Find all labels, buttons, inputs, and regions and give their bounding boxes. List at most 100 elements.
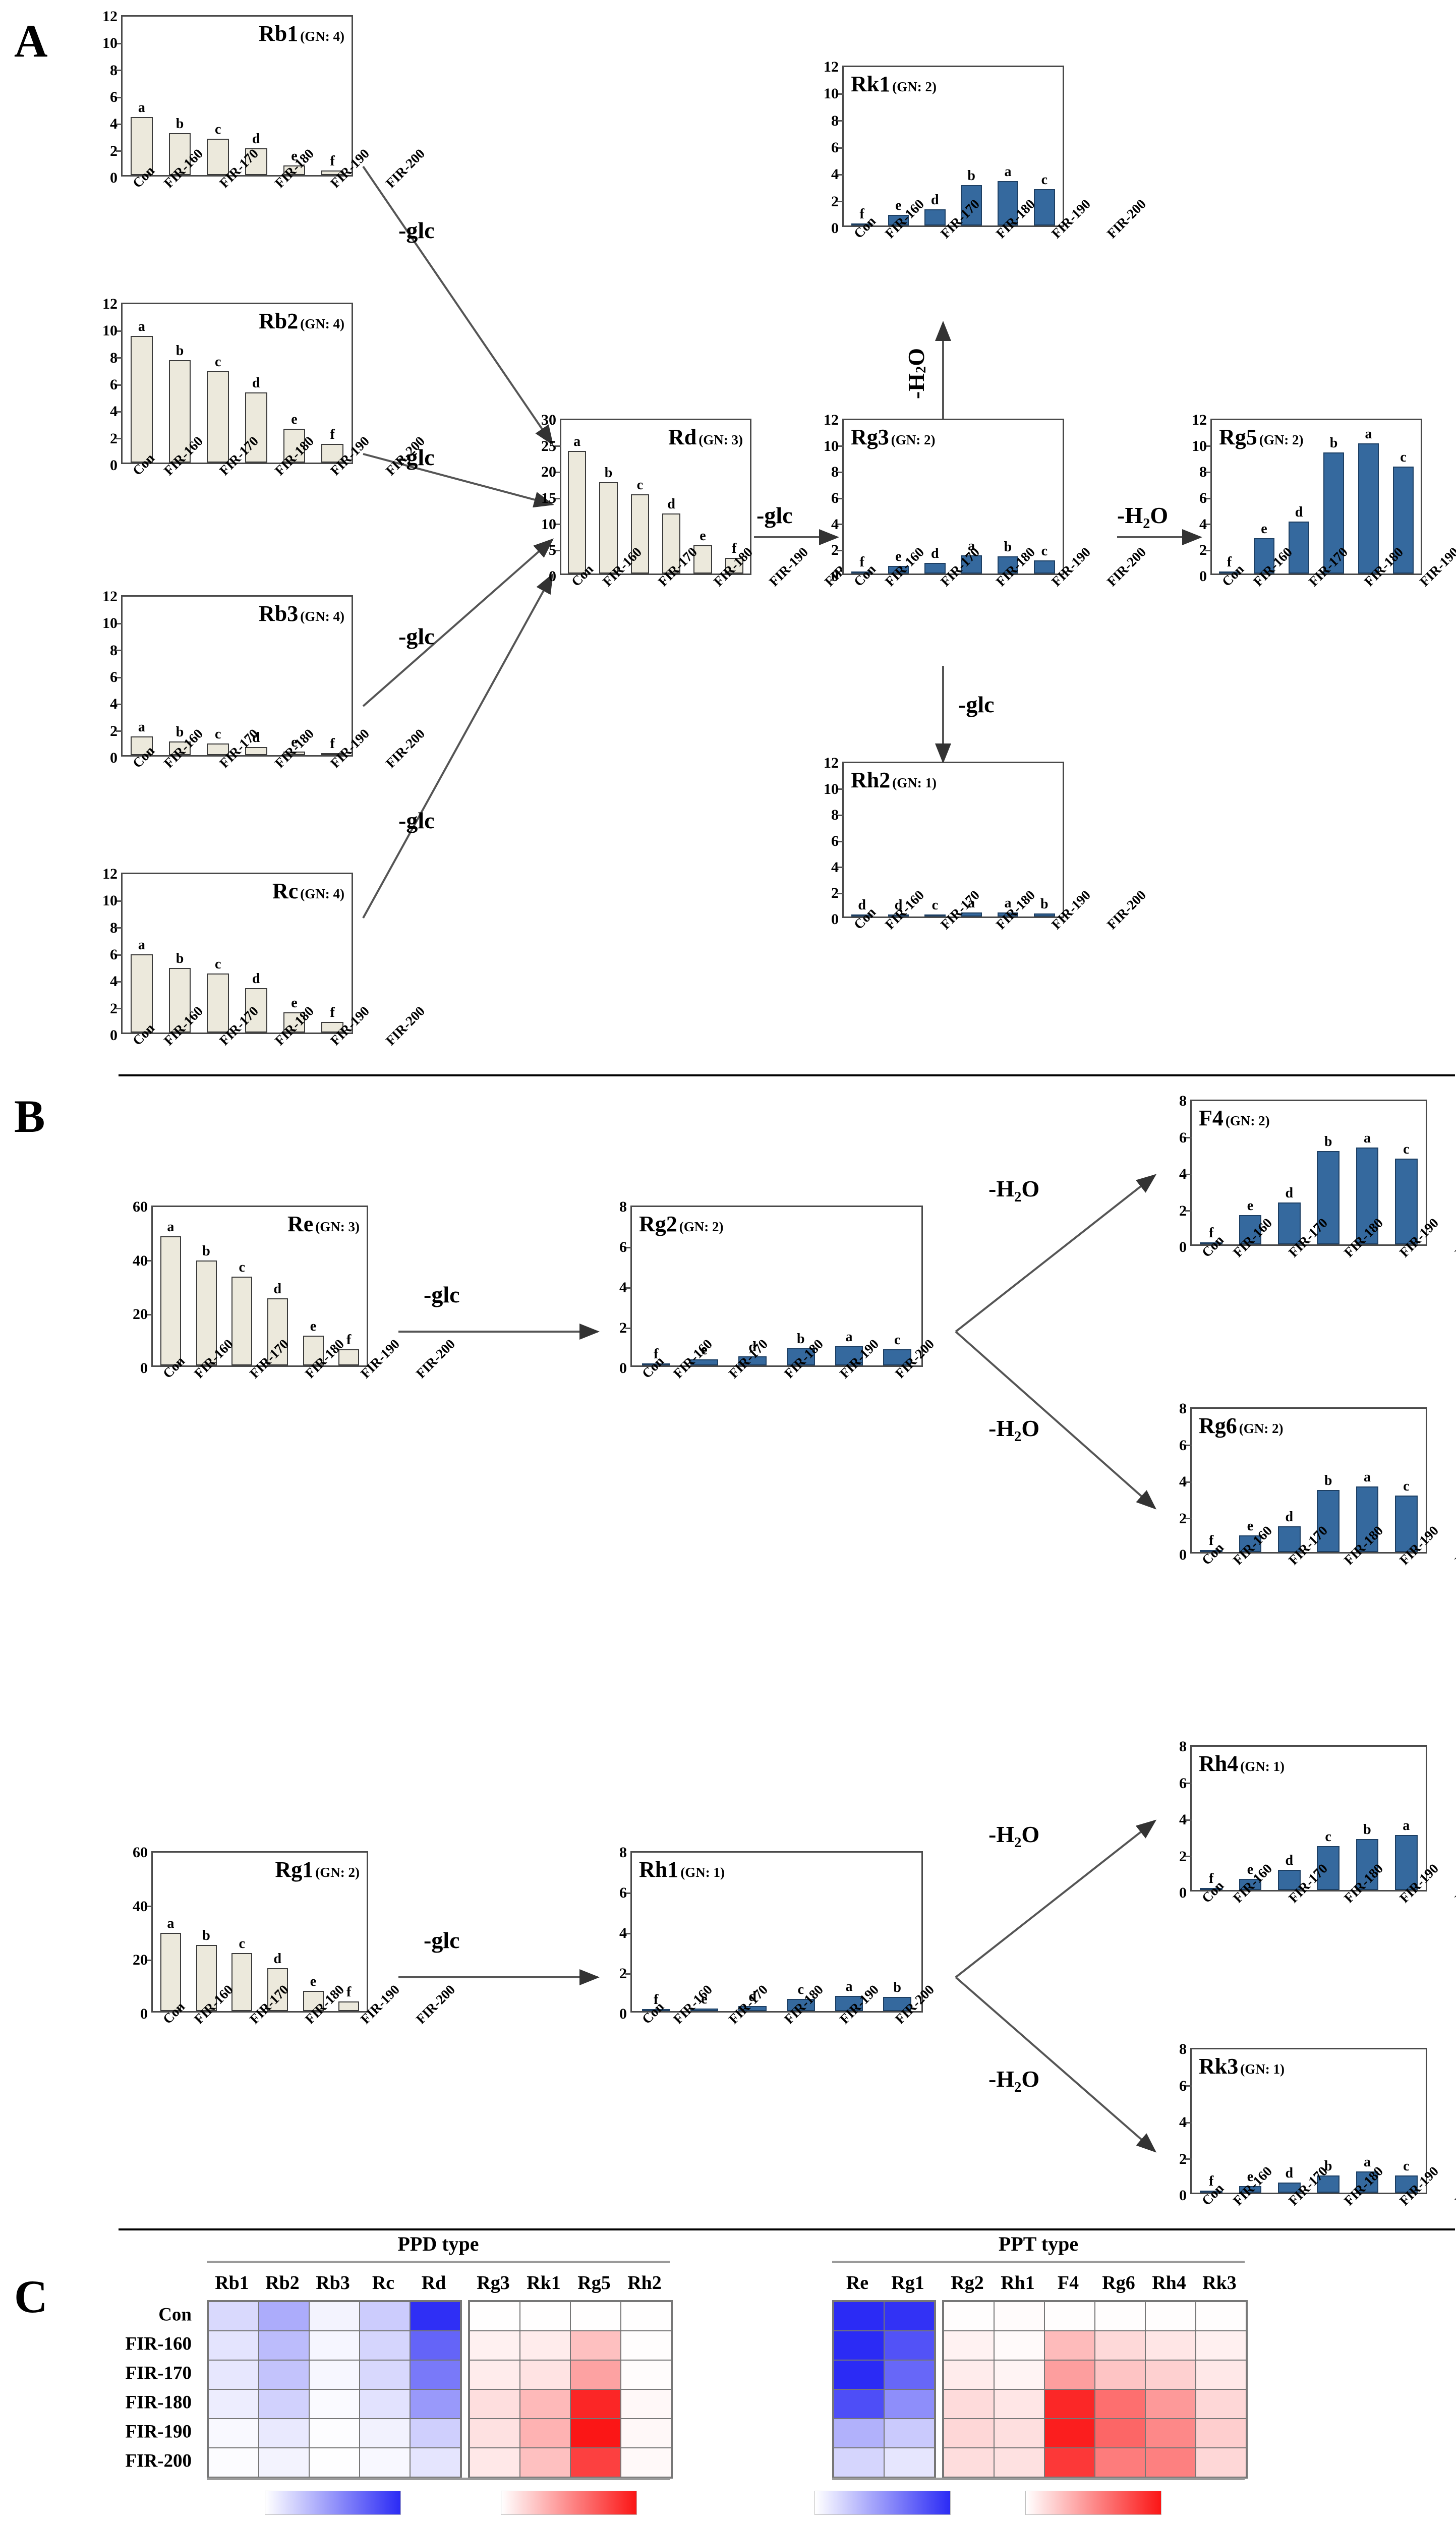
significance-letter-Rg6-FIR-190: a xyxy=(1363,1469,1371,1485)
bar-Rc-FIR-200: f xyxy=(321,1005,344,1033)
bar-slot-Rg5-Con: f xyxy=(1212,420,1247,574)
y-tick-Rb1-4 xyxy=(116,123,123,125)
significance-letter-Rb2-FIR-180: d xyxy=(252,375,260,391)
y-tick-label-Rd-0: 0 xyxy=(549,568,556,585)
y-tick-Rg5-10 xyxy=(1205,445,1212,447)
y-tick-Rg6-4 xyxy=(1185,1481,1192,1483)
bar-slot-Rk1-FIR-190: a xyxy=(989,67,1026,225)
significance-letter-F4-FIR-170: d xyxy=(1285,1185,1294,1201)
y-tick-Rg3-4 xyxy=(837,524,844,526)
significance-letter-Rk1-FIR-180: b xyxy=(967,168,975,184)
significance-letter-Rg3-FIR-180: a xyxy=(968,538,975,554)
significance-letter-Rc-FIR-170: c xyxy=(214,956,221,972)
y-tick-Rb2-6 xyxy=(116,384,123,386)
y-tick-label-Rg3-10: 10 xyxy=(824,437,839,454)
y-tick-label-Rd-30: 30 xyxy=(541,412,556,428)
significance-letter-Rd-Con: a xyxy=(573,434,581,450)
y-tick-label-Rb1-4: 4 xyxy=(110,116,118,133)
heatmap-cell-ppt-blue-FIR-180-Rg1 xyxy=(884,2389,935,2419)
y-tick-label-Rg3-4: 4 xyxy=(831,515,839,533)
bar-slot-Rg6-Con: f xyxy=(1192,1409,1231,1552)
significance-letter-Rb1-FIR-190: e xyxy=(291,148,298,164)
y-tick-Rh2-10 xyxy=(837,788,844,790)
bar-Rg5-FIR-160: e xyxy=(1254,522,1274,574)
bar-Re-FIR-180: d xyxy=(267,1282,288,1365)
heatmap-cell-ppd-red-FIR-200-Rh2 xyxy=(621,2448,671,2477)
y-tick-label-Rh2-8: 8 xyxy=(831,807,839,824)
heatmap-group-rule-bottom-ppt xyxy=(832,2478,1245,2480)
bar-slot-Rg1-Con: a xyxy=(153,1853,189,2011)
heatmap-col-header-Rg5: Rg5 xyxy=(577,2272,611,2294)
significance-letter-Rk3-FIR-200: c xyxy=(1403,2158,1410,2174)
y-tick-label-Rg3-2: 2 xyxy=(831,542,839,559)
bar-Re-FIR-170: c xyxy=(231,1260,253,1365)
significance-letter-Rh2-FIR-180: a xyxy=(968,895,975,911)
y-tick-label-Rk1-2: 2 xyxy=(831,193,839,210)
bar-slot-Rh2-FIR-200: b xyxy=(1026,763,1063,916)
y-tick-label-Rk1-12: 12 xyxy=(824,59,839,75)
arrow-label-glc-rb1: -glc xyxy=(398,217,435,243)
heatmap-cell-ppd-red-FIR-200-Rk1 xyxy=(520,2448,570,2477)
bar-Rg2-FIR-200: c xyxy=(883,1333,911,1365)
bar-Rc-FIR-170: c xyxy=(207,957,229,1033)
bar-slot-Rg2-FIR-160: e xyxy=(680,1207,729,1365)
y-tick-Rk3-6 xyxy=(1185,2085,1192,2087)
bar-Rc-Con: a xyxy=(130,938,153,1033)
bar-slot-Rb2-FIR-170: c xyxy=(199,304,237,463)
bar-Rb1-Con: a xyxy=(130,101,153,175)
heatmap-cell-ppd-blue-FIR-190-Rb2 xyxy=(259,2419,309,2448)
bar-slot-Rg5-FIR-200: c xyxy=(1386,420,1421,574)
significance-letter-Rg2-FIR-170: d xyxy=(748,1339,756,1355)
y-tick-label-Rg3-8: 8 xyxy=(831,464,839,481)
heatmap-cell-ppd-red-FIR-160-Rg3 xyxy=(470,2331,520,2360)
bar-Rh1-Con: f xyxy=(642,1993,670,2011)
y-tick-label-Rb3-12: 12 xyxy=(102,588,118,605)
heatmap-cell-ppd-blue-FIR-160-Rb2 xyxy=(259,2331,309,2360)
arrow-label-h2o-rh1-rk3: -H2O xyxy=(988,2066,1040,2096)
heatmap-cell-ppd-red-FIR-180-Rk1 xyxy=(520,2389,570,2419)
y-tick-label-Rb1-6: 6 xyxy=(110,89,118,105)
y-tick-label-Rc-8: 8 xyxy=(110,919,118,936)
y-tick-Rg5-6 xyxy=(1205,497,1212,499)
y-tick-Rb3-10 xyxy=(116,622,123,624)
arrow-label-glc-rg3-rh2: -glc xyxy=(958,692,995,717)
y-tick-Re-20 xyxy=(146,1313,153,1315)
significance-letter-Rk1-FIR-190: a xyxy=(1004,164,1012,180)
bar-slot-Rg3-Con: f xyxy=(844,420,880,574)
heatmap-cell-ppd-red-FIR-170-Rh2 xyxy=(621,2360,671,2389)
arrow-label-h2o-rg2-rg6: -H2O xyxy=(988,1415,1040,1445)
significance-letter-F4-Con: f xyxy=(1208,1225,1214,1241)
heatmap-cell-ppd-red-Con-Rg5 xyxy=(570,2302,621,2331)
bar-slot-F4-FIR-190: a xyxy=(1348,1101,1386,1244)
bar-slot-Rg5-FIR-170: d xyxy=(1282,420,1316,574)
y-tick-Rh1-6 xyxy=(625,1892,632,1894)
significance-letter-Rh1-FIR-160: e xyxy=(701,1991,708,2008)
significance-letter-Rb3-FIR-180: d xyxy=(252,730,260,746)
heatmap-cell-ppd-red-FIR-190-Rk1 xyxy=(520,2419,570,2448)
y-tick-label-Rg1-60: 60 xyxy=(133,1844,148,1861)
significance-letter-Rh1-FIR-200: b xyxy=(893,1980,901,1995)
bar-Rk1-FIR-190: a xyxy=(997,165,1019,225)
heatmap-cell-ppt-blue-FIR-200-Re xyxy=(834,2448,884,2477)
bar-slot-Rc-FIR-180: d xyxy=(237,874,275,1033)
bar-slot-Rb2-FIR-160: b xyxy=(161,304,199,463)
y-tick-Rk1-8 xyxy=(837,120,844,122)
significance-letter-Rh4-FIR-190: b xyxy=(1363,1821,1371,1838)
significance-letter-Rb2-FIR-200: f xyxy=(330,426,335,442)
bar-Rg5-Con: f xyxy=(1219,555,1240,574)
y-tick-Rh4-6 xyxy=(1185,1783,1192,1784)
significance-letter-Rb1-Con: a xyxy=(138,100,145,116)
bar-slot-Rg2-FIR-200: c xyxy=(873,1207,921,1365)
bar-slot-Rh1-Con: f xyxy=(632,1853,680,2011)
y-tick-Rg5-4 xyxy=(1205,524,1212,526)
bar-Rb3-FIR-180: d xyxy=(245,731,267,755)
y-tick-Rh2-2 xyxy=(837,892,844,894)
